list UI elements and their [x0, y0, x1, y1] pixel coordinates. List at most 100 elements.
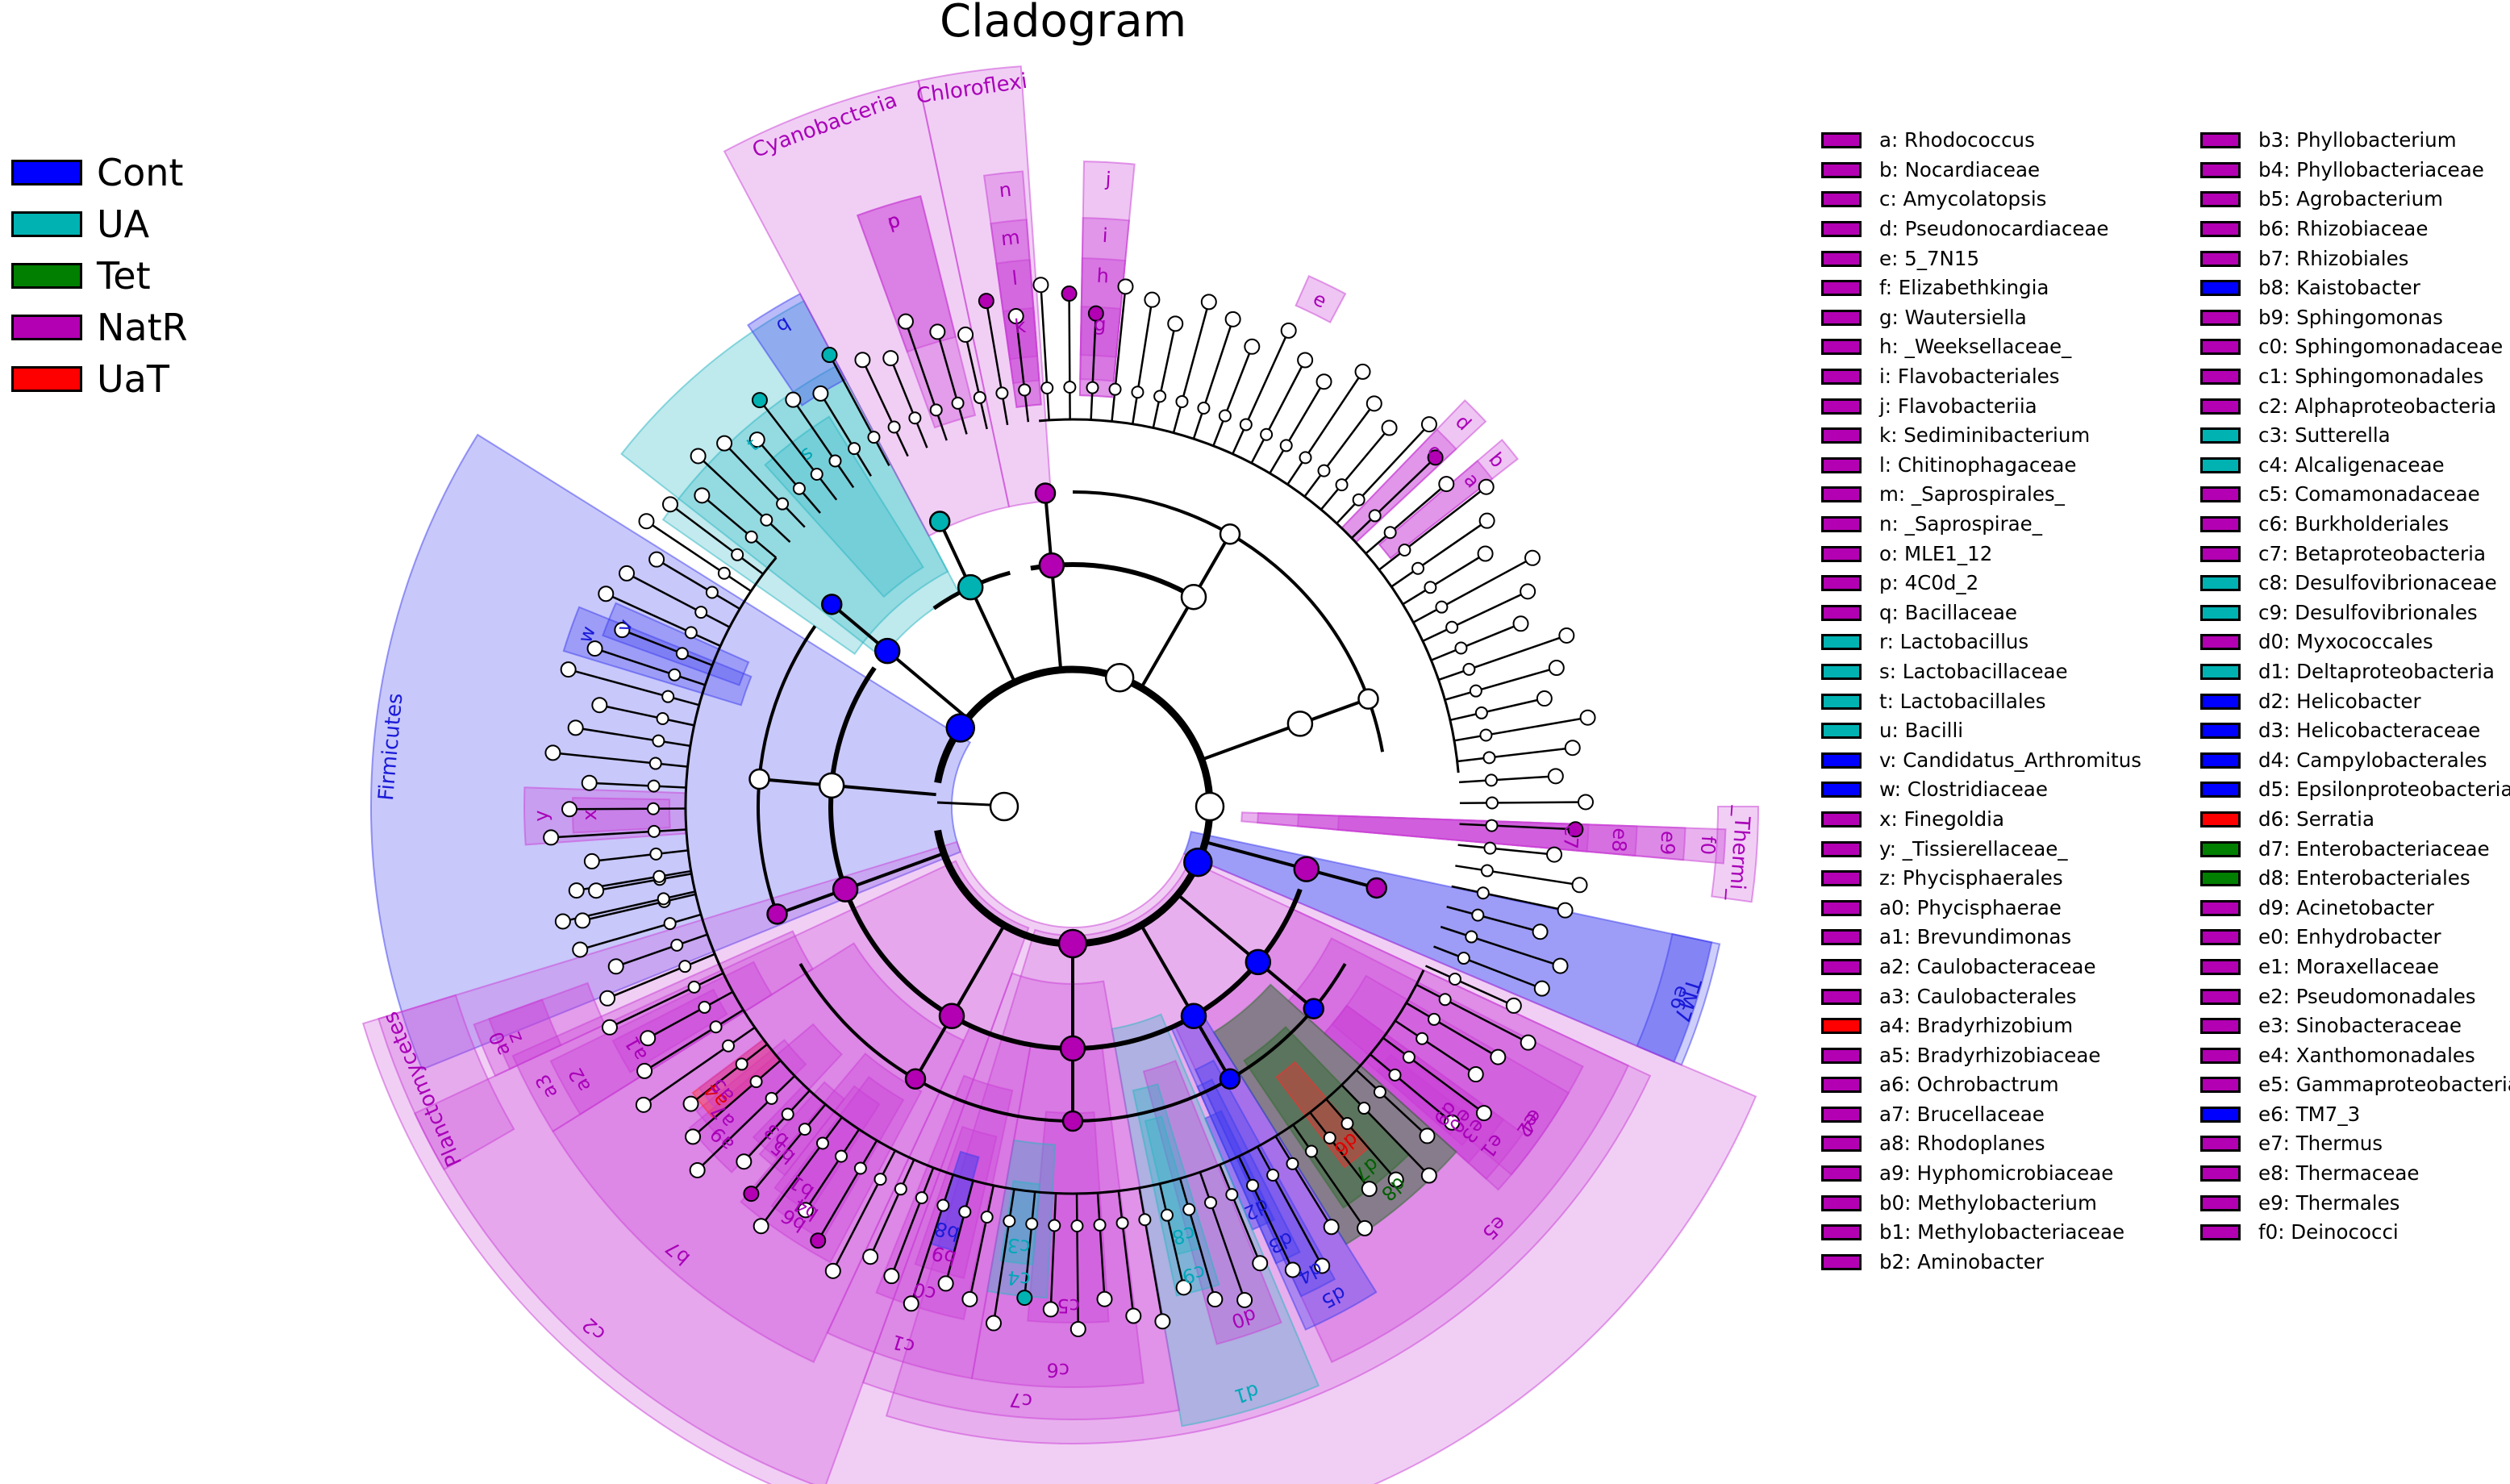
leaf-branch	[1024, 1191, 1036, 1298]
leaf-branch	[1457, 844, 1555, 856]
clade-label: d4: Campylobacterales	[2258, 748, 2487, 772]
leaf-node	[1477, 545, 1494, 562]
leaf-branch	[944, 1180, 974, 1284]
group-legend-item: NatR	[11, 302, 188, 353]
leaf-node	[1284, 1261, 1301, 1278]
leaf-node	[648, 551, 665, 568]
group-swatch	[11, 211, 82, 237]
leaf-node	[598, 586, 615, 602]
leaf-node	[682, 1095, 699, 1112]
internal-node	[647, 802, 661, 815]
leaf-node	[607, 958, 624, 975]
clade-legend-item: d0: Myxococcales	[2200, 627, 2510, 657]
main-branch	[938, 520, 1016, 683]
internal-node	[873, 1173, 887, 1186]
leaf-branch	[890, 357, 928, 448]
leaf-branch	[1158, 1183, 1185, 1288]
clade-swatch	[2200, 604, 2241, 621]
leaf-branch	[861, 359, 909, 457]
internal-node	[973, 390, 986, 404]
clade-swatch	[2200, 369, 2241, 386]
clade-legend-item: k: Sediminibacterium	[1821, 421, 2141, 451]
leaf-branch	[599, 704, 694, 727]
internal-node	[1317, 464, 1331, 477]
internal-node	[1266, 1168, 1280, 1182]
internal-node	[1070, 1219, 1084, 1232]
clade-legend-item: c6: Burkholderiales	[2200, 510, 2510, 540]
leaf-node	[854, 352, 871, 369]
clade-legend-item: d3: Helicobacteraceae	[2200, 716, 2510, 746]
internal-node	[1340, 1117, 1354, 1131]
phylum-node	[1183, 847, 1213, 877]
clade-swatch	[1821, 456, 1862, 473]
clade-legend-item: j: Flavobacteriia	[1821, 391, 2141, 421]
internal-node	[929, 403, 943, 417]
clade-label: c5: Comamonadaceae	[2258, 482, 2480, 506]
clade-node	[1180, 583, 1207, 611]
internal-node	[980, 1211, 994, 1224]
clade-code-label: c5	[1057, 1294, 1080, 1317]
clade-swatch	[2200, 191, 2241, 208]
leaf-branch	[1269, 381, 1325, 474]
internal-node	[1462, 662, 1476, 676]
clade-label: d6: Serratia	[2258, 807, 2374, 831]
clade-swatch	[2200, 456, 2241, 473]
clade-label: u: Bacilli	[1879, 719, 1964, 743]
clade-sector	[370, 433, 972, 1071]
clade-code-label: e8	[1607, 827, 1632, 853]
leaf-branch	[1336, 423, 1430, 524]
internal-node	[1435, 600, 1449, 614]
clade-swatch	[1821, 1106, 1862, 1123]
phylum-node	[1195, 791, 1225, 822]
clade-swatch	[1821, 723, 1862, 740]
leaf-node	[591, 697, 608, 714]
internal-node	[1003, 1215, 1016, 1228]
clade-legend-item: b1: Methylobacteriaceae	[1821, 1218, 2141, 1248]
clade-label: c: Amycolatopsis	[1879, 187, 2047, 211]
clade-legend-item: a5: Bradyrhizobiaceae	[1821, 1040, 2141, 1070]
clade-node	[1180, 1003, 1207, 1030]
clade-sector	[723, 79, 1011, 537]
leaf-branch	[904, 321, 948, 441]
clade-legend-item: a6: Ochrobactrum	[1821, 1070, 2141, 1100]
clade-sector	[1636, 932, 1721, 1066]
clade-node	[1034, 482, 1057, 504]
clade-label: a0: Phycisphaerae	[1879, 895, 2062, 919]
leaf-node	[554, 913, 571, 930]
internal-node	[1424, 581, 1437, 594]
internal-node	[656, 711, 669, 725]
leaf-branch	[1445, 666, 1557, 701]
internal-node	[1299, 451, 1312, 465]
clade-label: v: Candidatus_Arthromitus	[1879, 748, 2141, 772]
clade-label: b8: Kaistobacter	[2258, 276, 2420, 300]
clade-legend-item: e6: TM7_3	[2200, 1100, 2510, 1130]
clade-label: c7: Betaproteobacteria	[2258, 541, 2486, 565]
clade-node	[1219, 523, 1241, 545]
clade-sector	[764, 415, 924, 598]
clade-swatch	[2200, 693, 2241, 710]
leaf-branch	[792, 398, 855, 489]
leaf-branch	[589, 782, 686, 789]
leaf-node	[583, 852, 600, 869]
leaf-branch	[643, 1026, 756, 1106]
clade-label: w: Clostridiaceae	[1879, 777, 2048, 802]
leaf-node	[1154, 1313, 1171, 1330]
leaf-node	[1069, 1320, 1086, 1337]
clade-swatch	[2200, 752, 2241, 769]
clade-legend-item: a2: Caulobacteraceae	[1821, 953, 2141, 982]
clade-swatch	[2200, 280, 2241, 297]
clade-swatch	[1821, 1077, 1862, 1094]
leaf-node	[690, 448, 707, 465]
clade-code-label: n	[998, 178, 1012, 202]
internal-node	[744, 530, 758, 544]
internal-node	[1138, 1213, 1152, 1227]
clade-label: k: Sediminibacterium	[1879, 423, 2091, 448]
clade-legend-item: e1: Moraxellaceae	[2200, 953, 2510, 982]
clade-legend-item: d8: Enterobacteriales	[2200, 864, 2510, 894]
clade-sector	[1203, 1110, 1276, 1232]
clade-label: c3: Sutterella	[2258, 423, 2391, 448]
internal-node	[1373, 1085, 1386, 1098]
leaf-node	[1357, 1219, 1374, 1236]
